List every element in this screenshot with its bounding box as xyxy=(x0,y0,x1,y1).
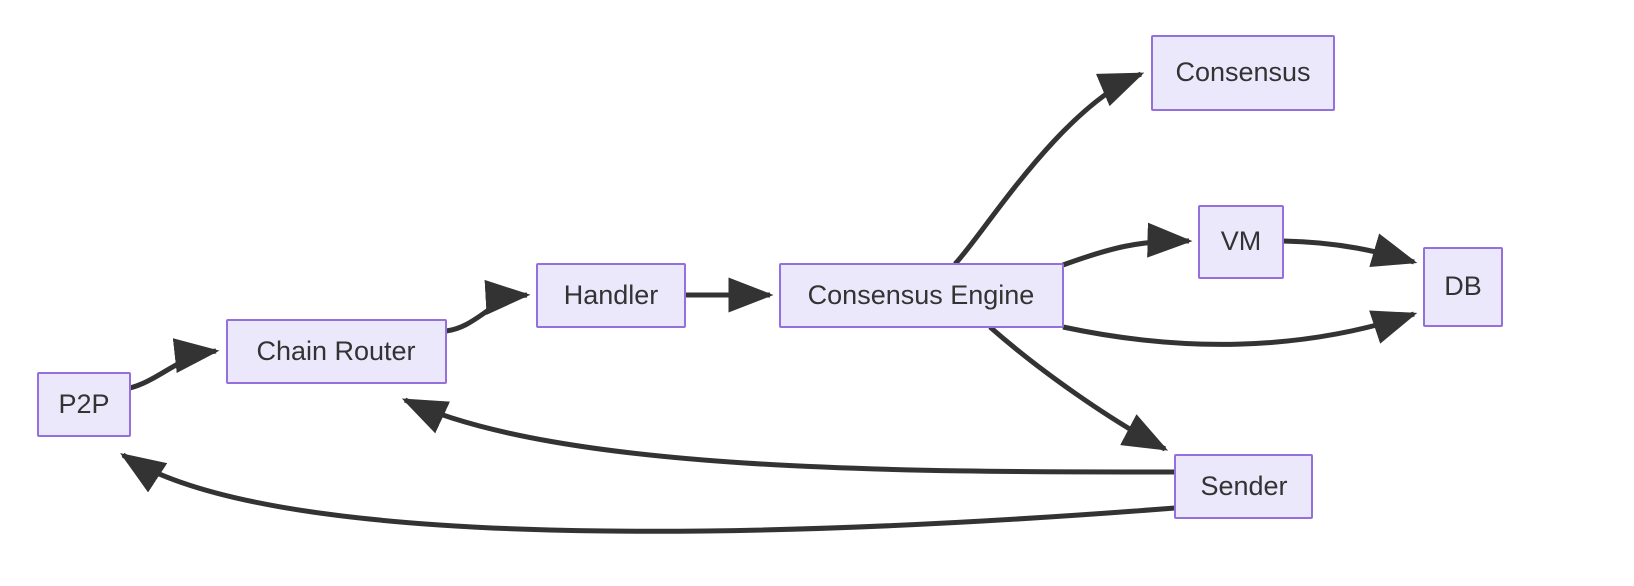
node-handler-box[interactable] xyxy=(536,263,686,328)
node-db[interactable]: DB xyxy=(1423,247,1503,327)
node-db-box[interactable] xyxy=(1423,247,1503,327)
edge-consensus-engine-to-db[interactable] xyxy=(1062,310,1421,347)
node-vm-box[interactable] xyxy=(1198,205,1284,279)
edge-consensus-engine-to-consensus[interactable] xyxy=(953,71,1149,266)
node-consensus-box[interactable] xyxy=(1151,35,1335,111)
node-consensus-engine-box[interactable] xyxy=(779,263,1064,328)
node-p2p[interactable]: P2P xyxy=(37,372,131,437)
node-sender-box[interactable] xyxy=(1174,454,1313,519)
node-handler[interactable]: Handler xyxy=(536,263,686,328)
edge-sender-to-p2p[interactable] xyxy=(118,452,1176,534)
node-chain-router[interactable]: Chain Router xyxy=(226,319,447,384)
edge-vm-to-db[interactable] xyxy=(1282,233,1421,268)
node-p2p-box[interactable] xyxy=(37,372,131,437)
node-vm[interactable]: VM xyxy=(1198,205,1284,279)
edge-sender-to-chain-router[interactable] xyxy=(400,397,1176,475)
node-chain-router-box[interactable] xyxy=(226,319,447,384)
edge-consensus-engine-to-vm[interactable] xyxy=(1062,222,1196,268)
node-sender[interactable]: Sender xyxy=(1174,454,1313,519)
edge-consensus-engine-to-sender[interactable] xyxy=(988,325,1172,452)
edge-chain-router-to-handler[interactable] xyxy=(445,279,534,334)
node-consensus-engine[interactable]: Consensus Engine xyxy=(779,263,1064,328)
node-consensus[interactable]: Consensus xyxy=(1151,35,1335,111)
edge-p2p-to-chain-router[interactable] xyxy=(129,338,224,391)
